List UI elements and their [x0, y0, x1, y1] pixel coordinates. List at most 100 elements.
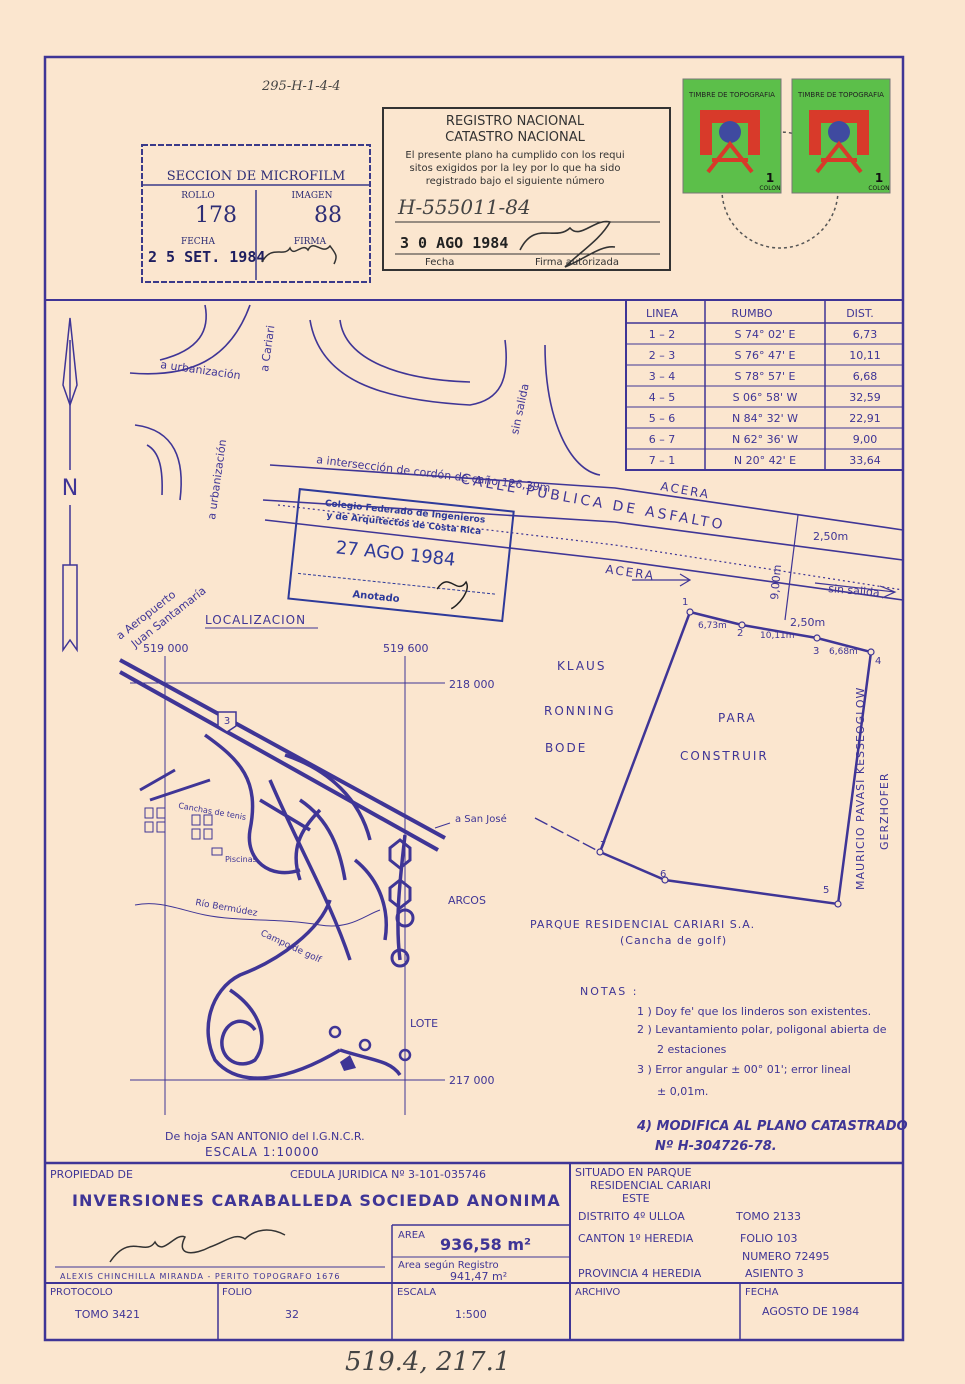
- note-3: 3 ) Error angular ± 00° 01'; error linea…: [637, 1063, 851, 1076]
- lot-polygon: 1 2 3 4 5 6 7 6,73m 10,11m 6,68m: [534, 597, 881, 908]
- table-cell-rumbo: N 62° 36' W: [732, 433, 798, 446]
- registro-signature: [519, 220, 616, 268]
- river-label: Río Bermúdez: [194, 898, 258, 919]
- folio-registro: FOLIO 103: [740, 1232, 798, 1245]
- table-cell-dist: 32,59: [849, 391, 881, 404]
- notes: NOTAS : 1 ) Doy fe' que los linderos son…: [580, 985, 908, 1154]
- table-cell-linea: 5 – 6: [649, 412, 676, 425]
- table-cell-linea: 6 – 7: [649, 433, 676, 446]
- north-label: N: [62, 476, 78, 501]
- modifica-1: 4) MODIFICA AL PLANO CATASTRADO: [636, 1119, 908, 1134]
- canton: CANTON 1º HEREDIA: [578, 1232, 694, 1245]
- registro-title-2: CATASTRO NACIONAL: [445, 130, 586, 145]
- vertex-3: 3: [813, 646, 819, 657]
- area-registro-value: 941,47 m²: [450, 1270, 507, 1283]
- table-header-dist: DIST.: [846, 307, 874, 320]
- sin-salida-east: sin salida: [828, 582, 880, 599]
- registro-text-1: El presente plano ha cumplido con los re…: [405, 150, 624, 161]
- anotado-stamp: Colegio Federado de Ingenieros y de Arqu…: [287, 488, 515, 623]
- distrito: DISTRITO 4º ULLOA: [578, 1210, 685, 1223]
- to-san-jose: a San José: [455, 813, 507, 825]
- folio-value: 32: [285, 1308, 299, 1321]
- note-3b: ± 0,01m.: [657, 1085, 708, 1098]
- pools-label: Piscinas: [225, 855, 257, 864]
- stamp-value-2: 1: [875, 171, 883, 185]
- street-lines: [129, 304, 904, 621]
- map-scale: ESCALA 1:10000: [205, 1145, 320, 1159]
- surveyor-name: ALEXIS CHINCHILLA MIRANDA - PERITO TOPOG…: [60, 1272, 340, 1281]
- to-cariari: a Cariari: [258, 324, 277, 372]
- owner-west-1: KLAUS: [557, 659, 606, 673]
- asiento: ASIENTO 3: [745, 1267, 804, 1280]
- situado-2: RESIDENCIAL CARIARI: [590, 1179, 711, 1192]
- table-cell-linea: 3 – 4: [649, 370, 676, 383]
- vertex-6: 6: [660, 869, 666, 880]
- archivo-label: ARCHIVO: [575, 1287, 620, 1298]
- imagen-label: IMAGEN: [292, 191, 333, 201]
- acera-south: ACERA: [605, 562, 656, 583]
- table-cell-rumbo: S 78° 57' E: [735, 370, 796, 383]
- sheet-frame: [43, 55, 905, 1342]
- coord-519000: 519 000: [143, 642, 189, 655]
- registro-title-1: REGISTRO NACIONAL: [446, 114, 585, 129]
- escala-value: 1:500: [455, 1308, 487, 1321]
- map-source: De hoja SAN ANTONIO del I.G.N.C.R.: [165, 1130, 365, 1143]
- title-block: PROPIEDAD DE CEDULA JURIDICA Nº 3-101-03…: [45, 1161, 903, 1340]
- area-label: AREA: [398, 1230, 425, 1241]
- note-2b: 2 estaciones: [657, 1043, 727, 1056]
- stamp-label-1: TIMBRE DE TOPOGRAFIA: [688, 91, 775, 99]
- coord-217000: 217 000: [449, 1074, 495, 1087]
- table-cell-linea: 4 – 5: [649, 391, 676, 404]
- width-2-50-bottom: 2,50m: [790, 616, 825, 629]
- to-urbanizacion-west: a urbanización: [205, 439, 229, 521]
- lot-label-para: PARA: [718, 711, 757, 725]
- width-9-00: 9,00m: [768, 564, 784, 600]
- microfilm-firma-label: FIRMA: [294, 237, 327, 247]
- street-name: CALLE PUBLICA DE ASFALTO: [459, 471, 726, 533]
- situado-3: ESTE: [622, 1192, 650, 1205]
- registro-text-2: sitos exigidos por la ley por lo que ha …: [410, 163, 621, 174]
- provincia: PROVINCIA 4 HEREDIA: [578, 1267, 702, 1280]
- owner-east-1: MAURICIO PAVASI KESSEOGLOW: [854, 687, 867, 890]
- to-urbanizacion-north: a urbanización: [160, 358, 242, 382]
- folio-label: FOLIO: [222, 1287, 252, 1298]
- location-title: LOCALIZACION: [205, 613, 306, 627]
- table-cell-rumbo: S 76° 47' E: [735, 349, 796, 362]
- surveyor-signature: [109, 1229, 286, 1263]
- escala-label: ESCALA: [397, 1287, 436, 1298]
- imagen-value: 88: [314, 203, 342, 228]
- table-cell-dist: 10,11: [849, 349, 881, 362]
- owner-west-3: BODE: [545, 741, 587, 755]
- lot-label-construir: CONSTRUIR: [680, 749, 769, 763]
- cedula: CEDULA JURIDICA Nº 3-101-035746: [290, 1168, 486, 1181]
- notes-title: NOTAS :: [580, 985, 638, 998]
- table-cell-linea: 7 – 1: [649, 454, 676, 467]
- revenue-stamps: TIMBRE DE TOPOGRAFIA TIMBRE DE TOPOGRAFI…: [682, 78, 891, 249]
- table-cell-rumbo: N 20° 42' E: [734, 454, 796, 467]
- route-3: 3: [224, 716, 230, 727]
- situado-1: SITUADO EN PARQUE: [575, 1166, 692, 1179]
- stamp-currency-2: COLON: [868, 185, 889, 192]
- microfilm-signature: [261, 244, 337, 265]
- owner-south-2: (Cancha de golf): [620, 934, 727, 947]
- reference-code: 295-H-1-4-4: [261, 79, 341, 94]
- registro-date: 3 0 AGO 1984: [400, 234, 508, 252]
- protocolo-tomo: TOMO 3421: [74, 1308, 140, 1321]
- fecha-value: AGOSTO DE 1984: [762, 1305, 859, 1318]
- owner-west-2: RONNING: [544, 704, 616, 718]
- area-value: 936,58 m²: [440, 1235, 531, 1254]
- microfilm-fecha-label: FECHA: [181, 237, 216, 247]
- owner-south-1: PARQUE RESIDENCIAL CARIARI S.A.: [530, 918, 755, 931]
- stamp-label-2: TIMBRE DE TOPOGRAFIA: [797, 91, 884, 99]
- vertex-4: 4: [875, 656, 881, 667]
- vertex-5: 5: [823, 885, 829, 896]
- microfilm-title: SECCION DE MICROFILM: [167, 169, 346, 184]
- coord-218000: 218 000: [449, 678, 495, 691]
- area-registro-label: Area según Registro: [398, 1259, 499, 1271]
- owner-east-2: GERZHOFER: [878, 772, 891, 850]
- arcos-label: ARCOS: [448, 894, 486, 907]
